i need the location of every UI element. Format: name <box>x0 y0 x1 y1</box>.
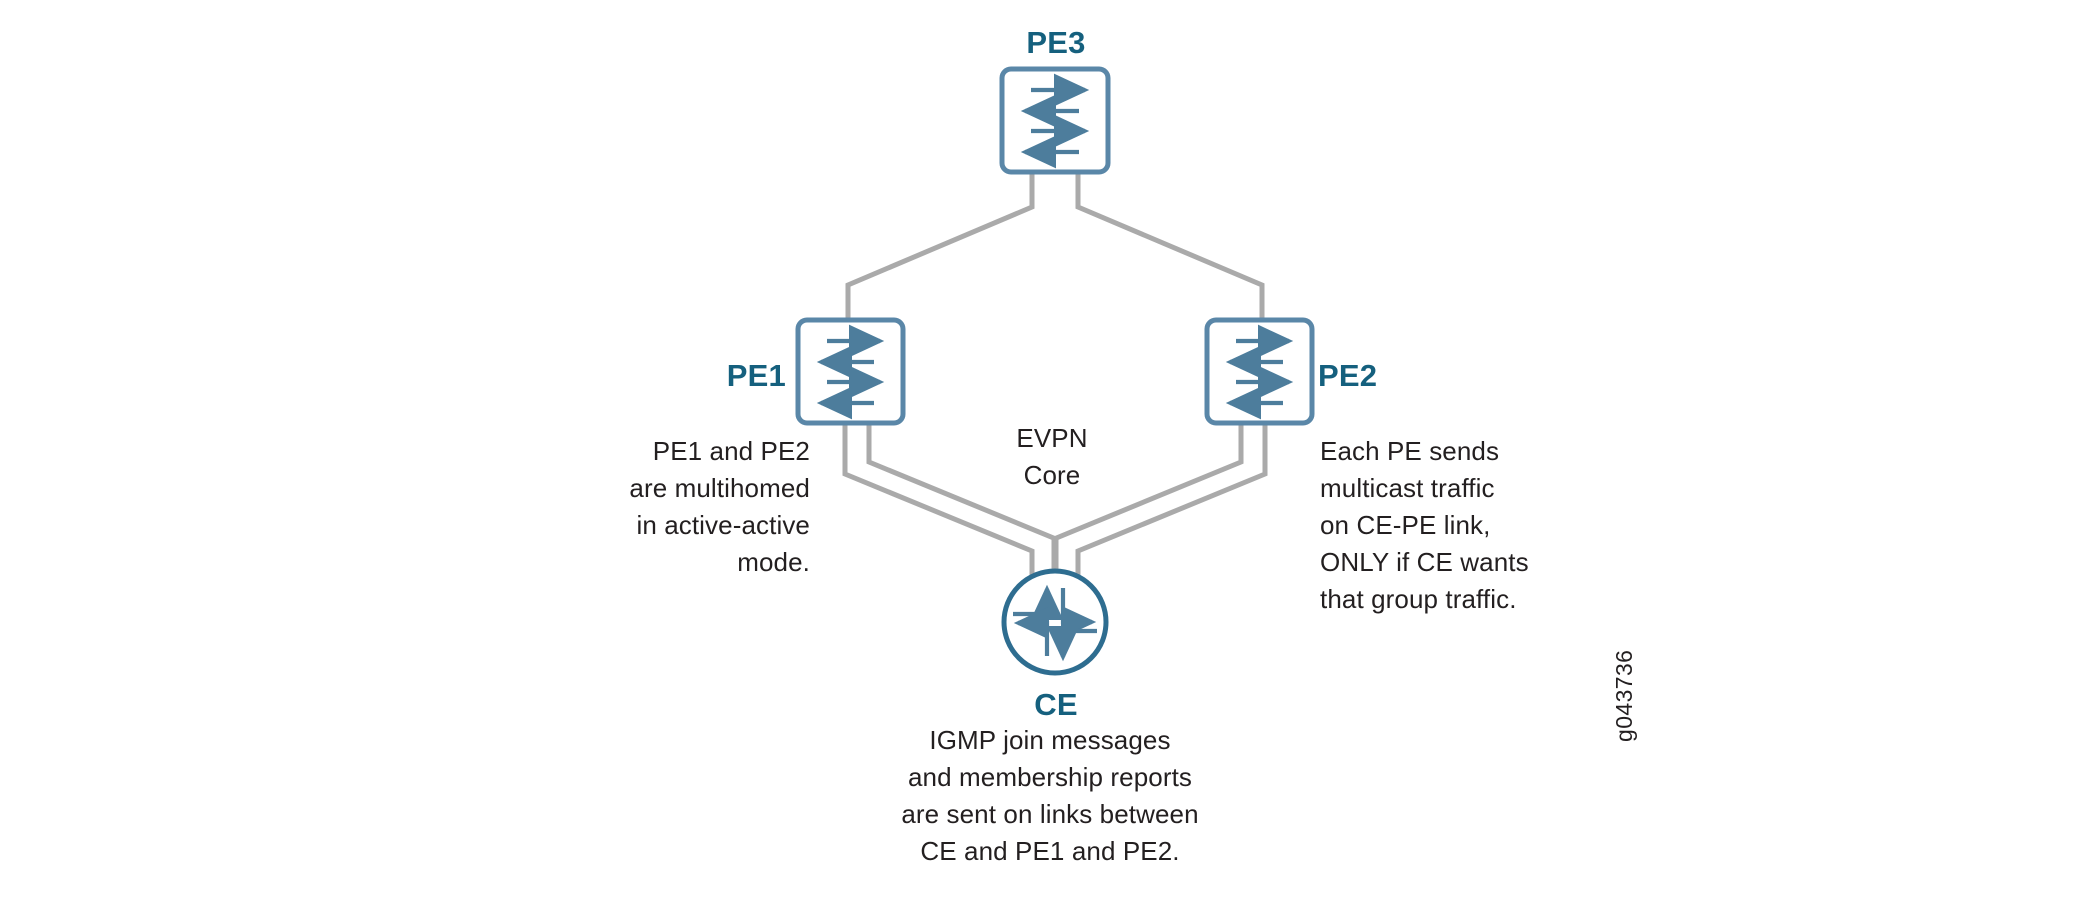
pe2-chassis <box>1204 317 1315 426</box>
pe3-chassis <box>999 66 1111 175</box>
annotation-left-multihoming: PE1 and PE2 are multihomed in active-act… <box>629 436 810 577</box>
device-pe3[interactable] <box>999 66 1111 175</box>
ce-arrow-down <box>1046 625 1097 662</box>
link-pe3-pe1 <box>845 172 1035 320</box>
evpn-core-label: EVPN Core <box>1016 423 1088 490</box>
device-pe1[interactable] <box>795 317 906 426</box>
node-label-pe1: PE1 <box>726 358 786 393</box>
node-label-pe2: PE2 <box>1318 358 1378 393</box>
node-label-pe3: PE3 <box>1026 25 1086 60</box>
link-pe3-pe2 <box>1075 172 1265 320</box>
device-ce[interactable] <box>1001 568 1109 676</box>
node-label-ce: CE <box>1034 687 1078 722</box>
ce-chassis <box>1001 568 1109 676</box>
figure-id-label: g043736 <box>1611 649 1637 742</box>
annotation-right-multicast: Each PE sends multicast traffic on CE-PE… <box>1320 436 1529 614</box>
pe1-chassis <box>795 317 906 426</box>
link-layer <box>842 172 1268 600</box>
ce-arrow-left <box>1013 606 1050 656</box>
ce-arrow-right <box>1060 588 1097 639</box>
annotation-bottom-igmp: IGMP join messages and membership report… <box>901 725 1199 866</box>
device-pe2[interactable] <box>1204 317 1315 426</box>
